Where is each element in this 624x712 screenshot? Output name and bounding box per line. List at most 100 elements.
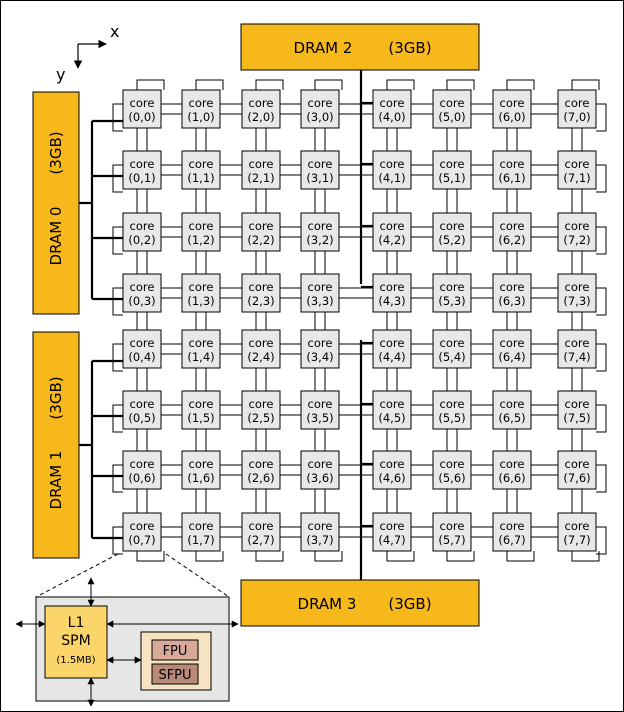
dram-3-block: DRAM 3 (3GB) — [240, 579, 480, 627]
core-coordinate: (2,2) — [247, 233, 274, 247]
core-coordinate: (5,5) — [438, 411, 465, 425]
core-1-1: core(1,1) — [181, 150, 221, 190]
core-coordinate: (7,1) — [563, 171, 590, 185]
noc-edge-loop — [386, 79, 415, 90]
core-label: core — [440, 336, 465, 350]
core-box — [372, 89, 412, 129]
core-5-7: core(5,7) — [432, 512, 472, 552]
core-coordinate: (6,2) — [498, 233, 525, 247]
fpu-box — [151, 639, 199, 661]
dram-2-box — [240, 23, 480, 71]
core-box — [300, 450, 340, 490]
core-grid: core(0,0)core(1,0)core(2,0)core(3,0)core… — [122, 89, 597, 552]
core-label: core — [130, 519, 155, 533]
core-label: core — [308, 96, 333, 110]
core-coordinate: (7,0) — [563, 110, 590, 124]
core-label: core — [440, 457, 465, 471]
dram-1-size: (3GB) — [47, 376, 65, 419]
core-2-0: core(2,0) — [241, 89, 281, 129]
core-label: core — [380, 219, 405, 233]
noc-edge-loop — [112, 103, 123, 132]
noc-edge-loop — [112, 464, 123, 493]
core-coordinate: (1,2) — [187, 233, 214, 247]
core-coordinate: (5,4) — [438, 350, 465, 364]
core-label: core — [380, 457, 405, 471]
core-coordinate: (5,1) — [438, 171, 465, 185]
core-coordinate: (6,5) — [498, 411, 525, 425]
core-coordinate: (3,3) — [306, 294, 333, 308]
core-coordinate: (5,7) — [438, 533, 465, 547]
core-5-3: core(5,3) — [432, 273, 472, 313]
core-3-1: core(3,1) — [300, 150, 340, 190]
core-coordinate: (5,0) — [438, 110, 465, 124]
core-coordinate: (3,1) — [306, 171, 333, 185]
noc-mesh — [112, 79, 607, 562]
core-box — [181, 329, 221, 369]
core-label: core — [440, 157, 465, 171]
core-label: core — [249, 457, 274, 471]
core-3-0: core(3,0) — [300, 89, 340, 129]
core-box — [372, 512, 412, 552]
core-label: core — [308, 457, 333, 471]
core-box — [181, 390, 221, 430]
core-coordinate: (2,6) — [247, 471, 274, 485]
noc-edge-loop — [112, 404, 123, 433]
core-label: core — [130, 280, 155, 294]
core-coordinate: (0,6) — [128, 471, 155, 485]
core-box — [372, 273, 412, 313]
core-coordinate: (2,7) — [247, 533, 274, 547]
core-4-6: core(4,6) — [372, 450, 412, 490]
core-3-3: core(3,3) — [300, 273, 340, 313]
core-label: core — [130, 219, 155, 233]
core-0-1: core(0,1) — [122, 150, 162, 190]
core-coordinate: (3,0) — [306, 110, 333, 124]
core-0-3: core(0,3) — [122, 273, 162, 313]
core-5-2: core(5,2) — [432, 212, 472, 252]
noc-edge-loop — [136, 551, 165, 562]
core-coordinate: (7,4) — [563, 350, 590, 364]
core-label: core — [308, 336, 333, 350]
core-box — [241, 512, 281, 552]
core-7-0: core(7,0) — [557, 89, 597, 129]
core-4-1: core(4,1) — [372, 150, 412, 190]
core-box — [122, 390, 162, 430]
core-7-3: core(7,3) — [557, 273, 597, 313]
core-box — [432, 512, 472, 552]
core-box — [557, 450, 597, 490]
core-4-3: core(4,3) — [372, 273, 412, 313]
noc-edge-loop — [446, 79, 475, 90]
dram-0-block: DRAM 0 (3GB) — [32, 91, 80, 315]
core-2-4: core(2,4) — [241, 329, 281, 369]
core-box — [241, 212, 281, 252]
core-6-7: core(6,7) — [492, 512, 532, 552]
core-coordinate: (6,3) — [498, 294, 525, 308]
core-3-4: core(3,4) — [300, 329, 340, 369]
sfpu-box — [151, 663, 199, 685]
l1-label: L1 — [68, 615, 85, 631]
core-label: core — [440, 219, 465, 233]
noc-edge-loop — [571, 551, 600, 562]
core-box — [372, 390, 412, 430]
core-coordinate: (0,4) — [128, 350, 155, 364]
core-box — [300, 273, 340, 313]
core-box — [557, 512, 597, 552]
core-box — [122, 512, 162, 552]
core-coordinate: (7,6) — [563, 471, 590, 485]
core-box — [432, 150, 472, 190]
core-7-2: core(7,2) — [557, 212, 597, 252]
core-box — [372, 212, 412, 252]
core-box — [300, 89, 340, 129]
noc-edge-loop — [112, 343, 123, 372]
core-box — [181, 273, 221, 313]
core-label: core — [308, 219, 333, 233]
core-1-3: core(1,3) — [181, 273, 221, 313]
core-label: core — [380, 280, 405, 294]
dram-0-size: (3GB) — [47, 131, 65, 174]
core-box — [300, 512, 340, 552]
core-2-2: core(2,2) — [241, 212, 281, 252]
core-5-4: core(5,4) — [432, 329, 472, 369]
core-coordinate: (3,6) — [306, 471, 333, 485]
core-box — [492, 273, 532, 313]
core-label: core — [565, 519, 590, 533]
core-label: core — [189, 219, 214, 233]
